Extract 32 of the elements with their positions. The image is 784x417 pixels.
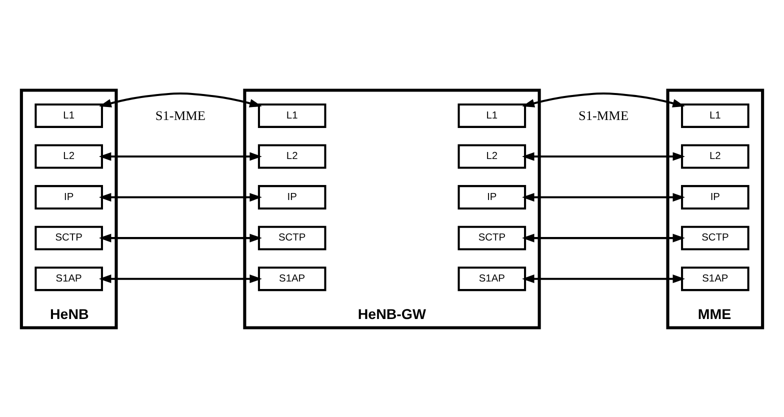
node-box: S1AP <box>258 266 326 291</box>
label: S1-MME <box>578 108 629 123</box>
node-box: S1AP <box>458 266 526 291</box>
node-box: IP <box>258 184 326 210</box>
node-box: SCTP <box>681 225 750 250</box>
arrow <box>98 274 262 283</box>
node-box: L2 <box>681 144 750 168</box>
node-box: L1 <box>681 102 750 128</box>
node-box: L1 <box>258 102 326 128</box>
arrow <box>522 192 686 202</box>
node-box: S1AP <box>681 266 750 291</box>
arrow <box>98 192 262 202</box>
arrow <box>98 152 262 160</box>
arrow <box>99 92 262 107</box>
arrow <box>522 274 686 283</box>
node-box: L2 <box>458 144 526 168</box>
node-box: IP <box>34 184 103 210</box>
node-box: SCTP <box>258 225 326 250</box>
label: S1-MME <box>155 108 206 123</box>
node-box: IP <box>458 184 526 210</box>
node-box: SCTP <box>34 225 103 250</box>
node-box: S1AP <box>34 266 103 291</box>
node-box: L1 <box>458 102 526 128</box>
node-box: L2 <box>258 144 326 168</box>
node-box: L2 <box>34 144 103 168</box>
arrow <box>98 233 262 242</box>
node-box: IP <box>681 184 750 210</box>
node-box: L1 <box>34 102 103 128</box>
arrow <box>522 152 686 160</box>
arrow <box>522 92 685 107</box>
node-box: SCTP <box>458 225 526 250</box>
arrow <box>522 233 686 242</box>
